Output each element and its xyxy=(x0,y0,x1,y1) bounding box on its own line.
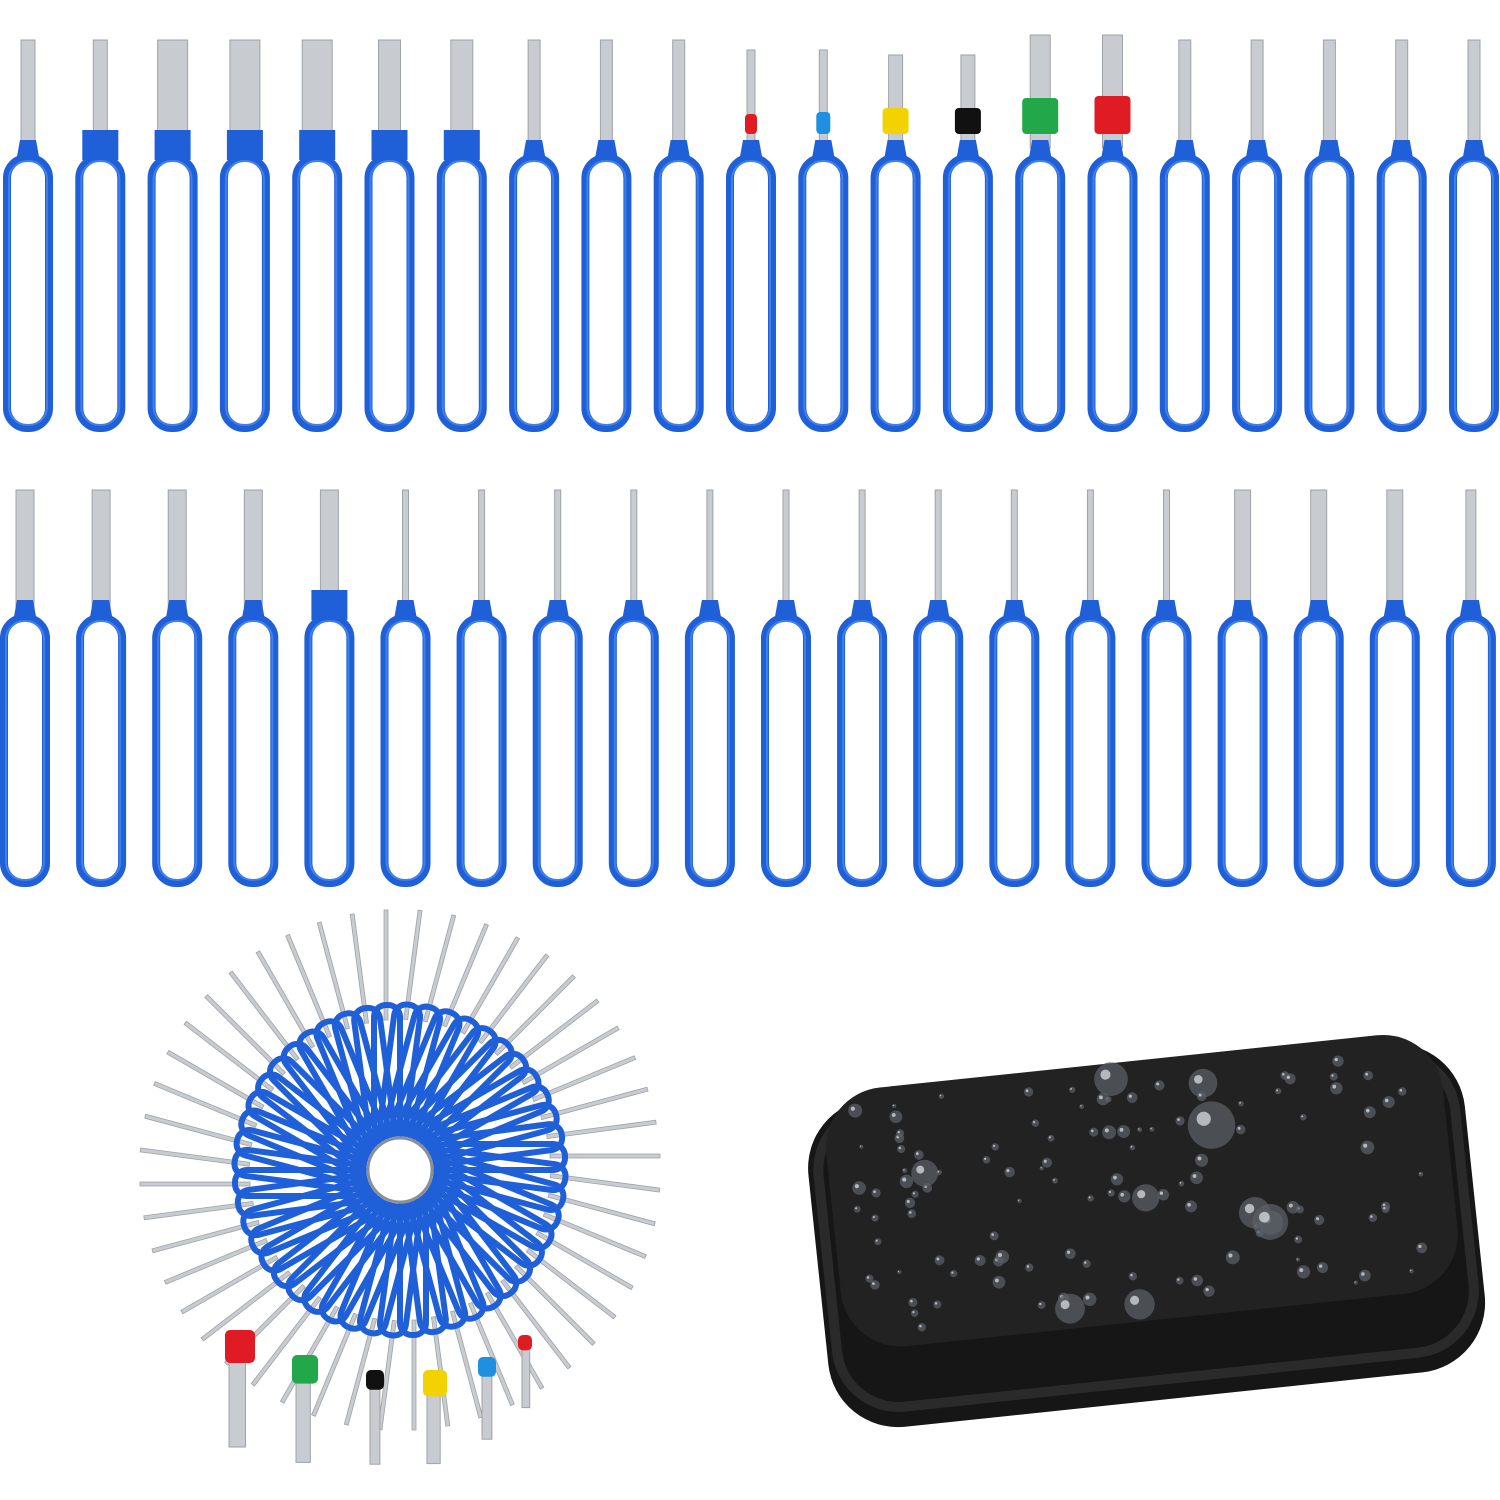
tool-row-middle xyxy=(0,489,1496,887)
terminal-removal-tool-icon xyxy=(1159,39,1210,432)
terminal-removal-tool-icon xyxy=(870,54,921,432)
terminal-removal-tool-icon xyxy=(913,489,964,887)
terminal-removal-tool-icon xyxy=(76,489,127,887)
terminal-removal-tool-icon xyxy=(653,39,704,432)
color-collar xyxy=(225,1330,255,1448)
terminal-removal-tool-icon xyxy=(0,489,50,887)
terminal-removal-tool-icon xyxy=(1065,489,1116,887)
terminal-removal-tool-icon xyxy=(1376,39,1427,432)
terminal-removal-tool-icon xyxy=(3,39,53,432)
terminal-removal-tool-icon xyxy=(1232,39,1283,432)
terminal-removal-tool-icon xyxy=(1445,489,1496,887)
terminal-removal-tool-icon xyxy=(726,49,776,432)
terminal-removal-tool-icon xyxy=(798,49,849,432)
terminal-removal-tool-icon xyxy=(1449,39,1499,432)
terminal-removal-tool-icon xyxy=(292,39,343,432)
color-collar xyxy=(882,108,909,134)
color-collar xyxy=(816,112,831,134)
tool-ring-icon xyxy=(139,909,661,1465)
color-collar xyxy=(518,1335,532,1409)
color-collar xyxy=(423,1370,447,1465)
terminal-removal-tool-icon xyxy=(152,489,203,887)
terminal-removal-tool-icon xyxy=(364,39,415,432)
terminal-removal-tool-icon xyxy=(228,489,279,887)
terminal-removal-tool-icon xyxy=(761,489,811,887)
terminal-removal-tool-icon xyxy=(429,1119,657,1167)
terminal-removal-tool-icon xyxy=(380,489,431,887)
terminal-removal-tool-icon xyxy=(989,489,1040,887)
terminal-removal-tool-icon xyxy=(532,489,583,887)
terminal-removal-tool-icon xyxy=(456,489,507,887)
color-collar xyxy=(366,1370,384,1465)
color-collar xyxy=(292,1355,318,1463)
terminal-removal-tool-icon xyxy=(1087,34,1138,432)
terminal-removal-tool-icon xyxy=(509,39,560,432)
terminal-removal-tool-icon xyxy=(304,489,355,887)
color-collar xyxy=(954,108,981,134)
terminal-removal-tool-icon xyxy=(1015,34,1066,432)
terminal-removal-tool-icon xyxy=(436,39,487,432)
color-collar xyxy=(478,1357,496,1440)
terminal-removal-tool-icon xyxy=(219,39,270,432)
terminal-removal-tool-icon xyxy=(581,39,632,432)
terminal-removal-tool-icon xyxy=(1369,489,1420,887)
terminal-removal-tool-icon xyxy=(837,489,888,887)
terminal-removal-tool-icon xyxy=(1141,489,1192,887)
terminal-removal-tool-icon xyxy=(1293,489,1344,887)
terminal-removal-tool-icon xyxy=(684,489,735,887)
color-collar xyxy=(1094,96,1131,134)
terminal-removal-tool-icon xyxy=(1217,489,1268,887)
terminal-removal-tool-icon xyxy=(942,54,993,432)
color-collar xyxy=(1022,98,1059,134)
terminal-removal-tool-icon xyxy=(147,39,198,432)
terminal-removal-tool-icon xyxy=(75,39,126,432)
key-ring xyxy=(366,1136,434,1204)
color-collar xyxy=(745,114,757,134)
terminal-removal-tool-icon xyxy=(608,489,659,887)
storage-case-icon xyxy=(808,1034,1486,1428)
tool-row-top xyxy=(3,34,1499,432)
terminal-removal-tool-icon xyxy=(1304,39,1355,432)
